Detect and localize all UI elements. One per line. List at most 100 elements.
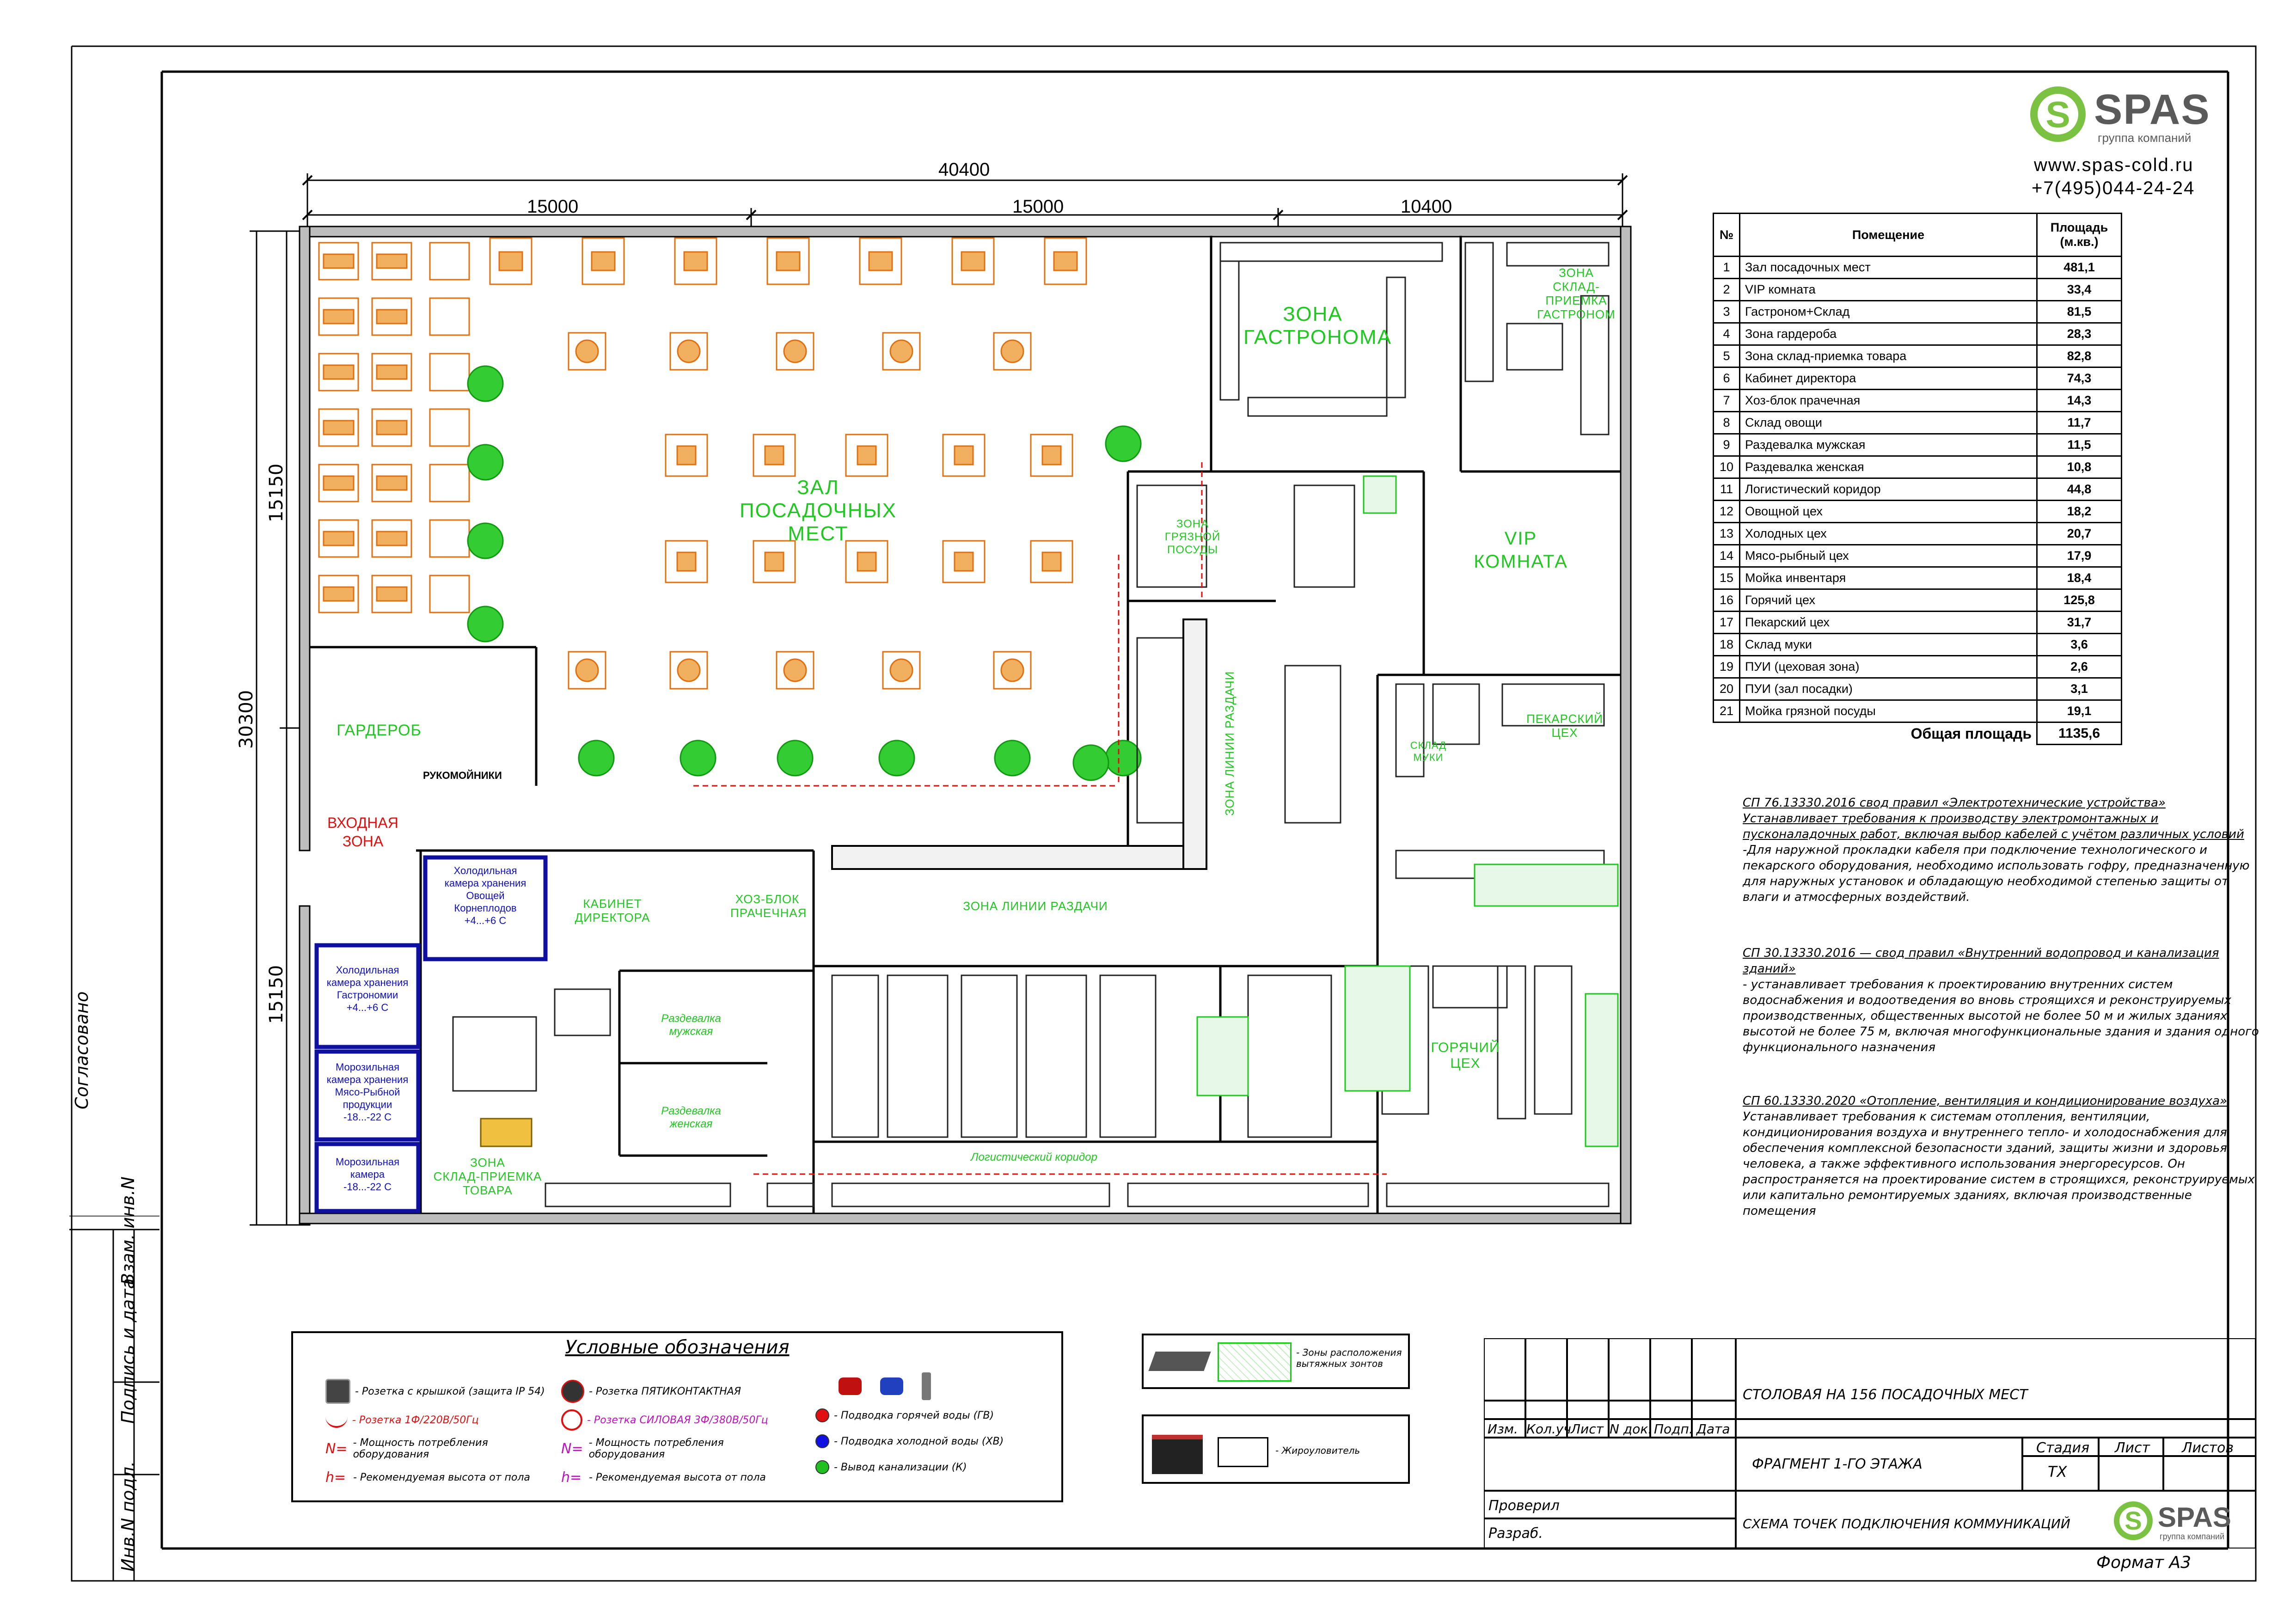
booth-table bbox=[429, 242, 470, 281]
room-name: Логистический коридор bbox=[1739, 477, 2038, 501]
label-wardrobe: ГАРДЕРОБ bbox=[337, 722, 422, 739]
label-entrance-l1: ВХОДНАЯ bbox=[327, 814, 398, 831]
booth-table-top bbox=[323, 309, 355, 324]
label-cold-gastro-l3: Гастрономии bbox=[337, 989, 398, 1001]
label-frz-meat-l5: -18...-22 С bbox=[343, 1111, 392, 1123]
note-3-title: СП 60.13330.2020 «Отопление, вентиляция … bbox=[1743, 1094, 2228, 1108]
label-gastro-l2: ГАСТРОНОМА bbox=[1243, 326, 1392, 349]
round-table-top bbox=[1000, 339, 1024, 363]
room-area: 82,8 bbox=[2036, 344, 2122, 368]
room-name: Кабинет директора bbox=[1739, 367, 2038, 390]
label-hot: ГОРЯЧИЙ ЦЕХ bbox=[1424, 1040, 1507, 1071]
legend-item: - Розетка 1Ф/220В/50Гц bbox=[325, 1406, 566, 1434]
legend-text: - Рекомендуемая высота от пола bbox=[353, 1471, 530, 1483]
label-cold-veg: Холодильная камера хранения Овощей Корне… bbox=[428, 864, 543, 927]
dim-seg3: 10400 bbox=[1401, 196, 1452, 217]
tb-col-izm: Изм. bbox=[1488, 1421, 1518, 1437]
room-name: Хоз-блок прачечная bbox=[1739, 389, 2038, 412]
drain-pipe-icon bbox=[922, 1372, 931, 1400]
label-cold-veg-l4: Корнеплодов bbox=[454, 902, 517, 914]
equipment-block bbox=[1127, 1182, 1369, 1207]
note-1-body: Устанавливает требования к производству … bbox=[1743, 812, 2244, 841]
equipment-block bbox=[1099, 974, 1157, 1138]
center-table-top bbox=[764, 551, 784, 572]
room-area: 11,5 bbox=[2036, 433, 2122, 457]
label-store-l2: СКЛАД-ПРИЕМКА bbox=[433, 1169, 542, 1183]
label-cold-veg-l3: Овощей bbox=[466, 890, 505, 901]
center-table-top bbox=[954, 445, 974, 465]
equipment-block bbox=[452, 1016, 537, 1092]
room-num: 16 bbox=[1713, 588, 1740, 612]
pipe-lines bbox=[693, 462, 1387, 1175]
label-gastro-store-l3: ГАСТРОНОМ bbox=[1537, 307, 1616, 321]
legend-tap-icons bbox=[815, 1370, 1056, 1402]
col-num: № bbox=[1713, 213, 1740, 257]
label-frz-meat-l2: камера хранения bbox=[326, 1074, 409, 1085]
tb-logo: S SPAS группа компаний bbox=[2112, 1498, 2251, 1544]
room-area: 3,1 bbox=[2036, 677, 2122, 701]
label-director-l1: КАБИНЕТ bbox=[583, 897, 642, 911]
legend-grease-box: - Жироуловитель bbox=[1142, 1414, 1410, 1484]
equipment-block bbox=[1247, 974, 1332, 1138]
booth-table-top bbox=[323, 475, 355, 491]
booth-table bbox=[429, 353, 470, 392]
legend-text: - Подводка холодной воды (ХВ) bbox=[834, 1435, 1004, 1447]
booth-table bbox=[429, 297, 470, 336]
label-flour-l2: МУКИ bbox=[1413, 752, 1444, 763]
room-name: Зал посадочных мест bbox=[1739, 256, 2038, 279]
room-name: Склад муки bbox=[1739, 633, 2038, 656]
booth-table bbox=[429, 519, 470, 558]
room-area: 81,5 bbox=[2036, 300, 2122, 324]
room-area: 28,3 bbox=[2036, 322, 2122, 346]
legend-item: - Розетка с крышкой (защита IP 54) bbox=[325, 1377, 566, 1406]
legend-item: - Розетка СИЛОВАЯ 3Ф/380В/50Гц bbox=[561, 1406, 802, 1434]
title-block: Изм. Кол.уч Лист N док. Подп. Дата Прове… bbox=[1484, 1338, 2256, 1549]
tb-stage: ТХ bbox=[2048, 1463, 2067, 1481]
side-stamp-lines bbox=[69, 1215, 159, 1581]
col-room: Помещение bbox=[1739, 213, 2038, 257]
round-table-top bbox=[783, 658, 807, 682]
legend-text: - Розетка ПЯТИКОНТАКТНАЯ bbox=[589, 1385, 741, 1397]
room-area: 14,3 bbox=[2036, 389, 2122, 412]
legend-hood-box: - Зоны расположения вытяжных зонтов bbox=[1142, 1334, 1410, 1389]
booth-table-top bbox=[376, 586, 408, 602]
hot-water-dot-icon bbox=[815, 1408, 829, 1422]
legend-text: - Розетка с крышкой (защита IP 54) bbox=[355, 1385, 545, 1397]
label-dirty-l1: ЗОНА bbox=[1176, 518, 1209, 530]
legend-grease-text: - Жироуловитель bbox=[1275, 1445, 1360, 1456]
label-hall-l1: ЗАЛ bbox=[797, 476, 839, 499]
tb-sheet-label: Лист bbox=[2115, 1440, 2150, 1456]
label-female-locker-l1: Раздевалка bbox=[661, 1105, 721, 1117]
legend-item: - Вывод канализации (К) bbox=[815, 1454, 1056, 1480]
label-laundry-l2: ПРАЧЕЧНАЯ bbox=[730, 906, 807, 920]
label-store-l3: ТОВАРА bbox=[463, 1183, 513, 1197]
room-area: 125,8 bbox=[2036, 588, 2122, 612]
tb-developed: Разраб. bbox=[1488, 1525, 1543, 1542]
spas-logo-icon: S bbox=[2030, 86, 2086, 142]
booth-table-top bbox=[323, 420, 355, 435]
label-female-locker: Раздевалка женская bbox=[652, 1105, 730, 1131]
center-table bbox=[753, 540, 796, 583]
logo-subtitle: группа компаний bbox=[2098, 131, 2192, 145]
company-logo: S SPAS группа компаний bbox=[2029, 86, 2223, 146]
note-1: СП 76.13330.2016 свод правил «Электротех… bbox=[1743, 795, 2265, 905]
floor-plan bbox=[250, 173, 1632, 1226]
room-area: 33,4 bbox=[2036, 278, 2122, 301]
label-entrance: ВХОДНАЯ ЗОНА bbox=[321, 814, 404, 851]
room-num: 20 bbox=[1713, 677, 1740, 701]
equipment-block bbox=[1219, 260, 1240, 401]
equipment-block bbox=[545, 1182, 731, 1207]
legend-item: N= - Мощность потребления оборудования bbox=[561, 1434, 802, 1463]
tb-project: СТОЛОВАЯ НА 156 ПОСАДОЧНЫХ МЕСТ bbox=[1743, 1387, 2028, 1403]
label-gastro-store: ЗОНА СКЛАД-ПРИЕМКА ГАСТРОНОМ bbox=[1530, 266, 1623, 321]
equipment-block bbox=[961, 974, 1018, 1138]
label-cold-gastro: Холодильная камера хранения Гастрономии … bbox=[319, 964, 416, 1014]
booth-table bbox=[429, 408, 470, 447]
legend-text: - Рекомендуемая высота от пола bbox=[589, 1471, 766, 1483]
dim-seg2: 15000 bbox=[1012, 196, 1064, 217]
room-name: ПУИ (зал посадки) bbox=[1739, 677, 2038, 701]
plant-icon bbox=[1105, 740, 1142, 777]
